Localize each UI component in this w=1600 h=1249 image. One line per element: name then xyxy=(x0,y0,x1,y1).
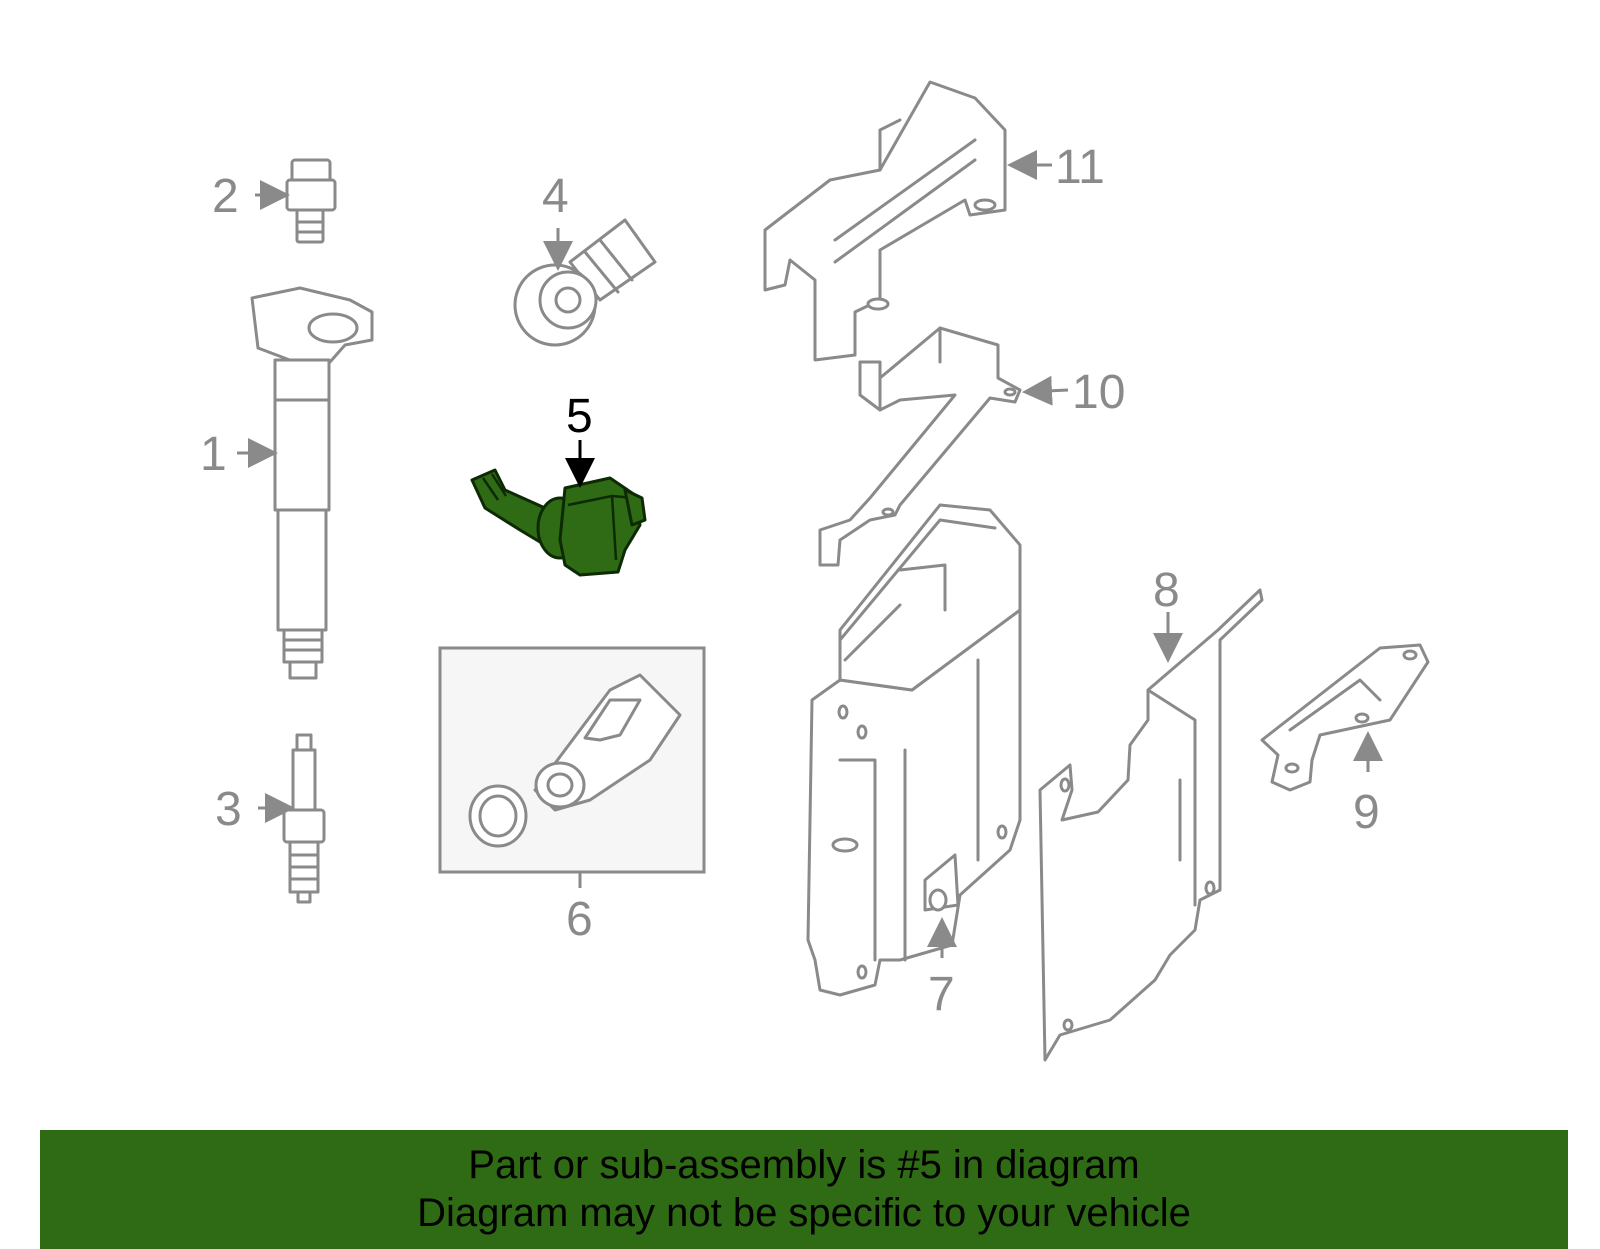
part-9-bracket xyxy=(1260,643,1430,792)
part-6-sensor-kit xyxy=(438,646,706,874)
part-7-ecm-module xyxy=(806,503,1022,997)
callout-9: 9 xyxy=(1353,786,1380,839)
callout-7: 7 xyxy=(928,968,955,1021)
callout-3: 3 xyxy=(215,783,242,836)
callout-5: 5 xyxy=(566,390,593,443)
leader-10 xyxy=(1022,375,1069,406)
part-5-ignition-coil-highlighted xyxy=(470,468,647,577)
part-3-spark-plug xyxy=(282,733,326,904)
callout-4: 4 xyxy=(542,170,569,223)
callout-8: 8 xyxy=(1153,564,1180,617)
info-banner: Part or sub-assembly is #5 in diagram Di… xyxy=(40,1130,1568,1249)
banner-disclaimer: Diagram may not be specific to your vehi… xyxy=(417,1191,1191,1235)
part-11-cover xyxy=(763,80,1007,362)
part-8-shield xyxy=(1038,588,1264,1062)
part-1-ignition-coil xyxy=(250,286,374,680)
callout-6: 6 xyxy=(566,893,593,946)
callout-10: 10 xyxy=(1072,366,1125,419)
banner-part-note: Part or sub-assembly is #5 in diagram xyxy=(468,1143,1140,1187)
part-4-knock-sensor xyxy=(513,218,657,347)
callout-2: 2 xyxy=(212,170,239,223)
callout-1: 1 xyxy=(200,428,227,481)
callout-11: 11 xyxy=(1055,141,1105,194)
part-10-bracket xyxy=(818,326,1022,567)
part-2-sensor xyxy=(285,158,337,244)
parts-diagram: 2 1 3 4 5 6 7 8 9 10 11 xyxy=(200,80,1430,1062)
